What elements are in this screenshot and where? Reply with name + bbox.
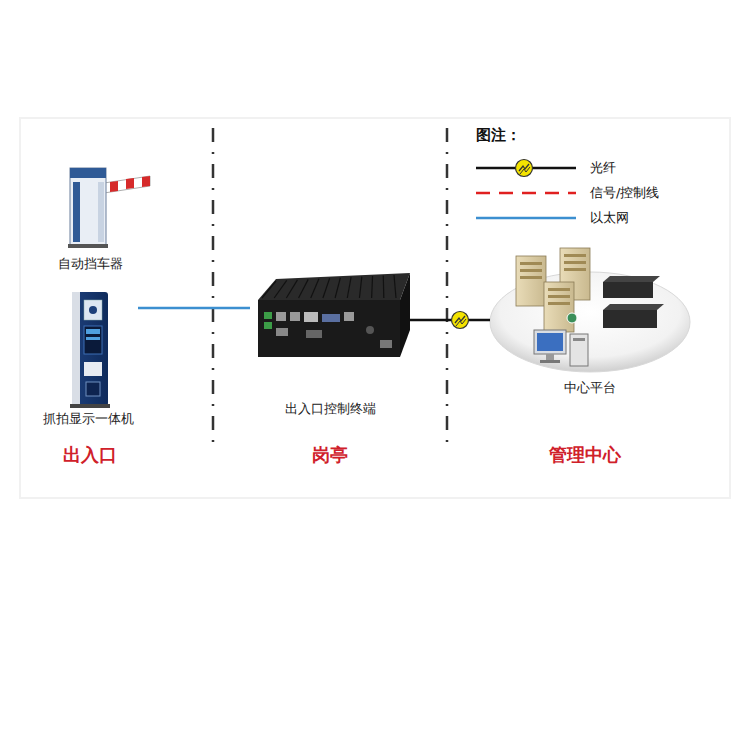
fin [347, 277, 351, 298]
fin [371, 276, 373, 298]
legend-sample [476, 183, 576, 203]
device-label: 出入口控制终端 [285, 400, 376, 418]
fin [359, 277, 361, 298]
control-terminal: 出入口控制终端 [250, 268, 410, 418]
connector-group [138, 308, 250, 309]
fin [262, 281, 276, 298]
device-label: 抓拍显示一体机 [43, 410, 134, 428]
zone-title: 管理中心 [549, 443, 621, 467]
capture-display-unit: 抓拍显示一体机 [38, 285, 138, 428]
legend-text: 光纤 [590, 159, 616, 177]
controller-terminal-icon [258, 273, 410, 357]
center-platform: 中心平台 [490, 245, 690, 397]
legend-title: 图注： [476, 126, 521, 145]
legend-row: 光纤 [476, 158, 616, 178]
legend-text: 信号/控制线 [590, 184, 659, 202]
legend-sample [476, 208, 576, 228]
fin [299, 279, 309, 298]
zone-title: 出入口 [63, 443, 117, 467]
ethernet-link [138, 307, 250, 310]
zone-separator [446, 128, 449, 452]
zone-title: 岗亭 [312, 443, 348, 467]
legend-row: 信号/控制线 [476, 183, 659, 203]
fin [335, 278, 340, 298]
legend-sample [476, 158, 576, 178]
panel [20, 118, 730, 498]
fin [383, 276, 385, 298]
capture-kiosk-icon [70, 292, 110, 408]
barrier-gate-icon [68, 168, 150, 248]
device-label: 中心平台 [564, 379, 616, 397]
fin [311, 279, 319, 298]
legend-text: 以太网 [590, 209, 629, 227]
fin [323, 278, 330, 298]
zone-separator [212, 128, 215, 452]
fiber-symbol [452, 312, 469, 329]
fiber-symbol [516, 160, 533, 177]
fin [274, 280, 287, 298]
center-platform-icon [490, 248, 690, 372]
fiber-link [410, 319, 490, 322]
barrier-gate: 自动挡车器 [40, 155, 140, 273]
fin [394, 275, 396, 298]
connector-group [410, 312, 490, 329]
device-label: 自动挡车器 [58, 255, 123, 273]
fin [286, 280, 297, 298]
legend-row: 以太网 [476, 208, 629, 228]
